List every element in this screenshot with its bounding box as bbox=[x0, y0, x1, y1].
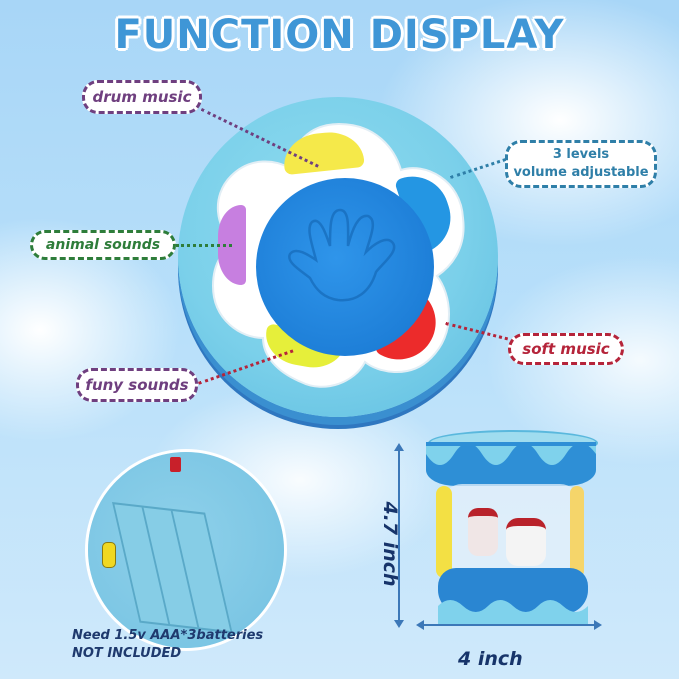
label-volume-line1: 3 levels bbox=[552, 147, 610, 162]
hand-drum-pad[interactable] bbox=[256, 178, 434, 356]
battery-note: Need 1.5v AAA*3batteries NOT INCLUDED bbox=[72, 627, 263, 663]
drum-side-view bbox=[426, 426, 598, 626]
label-volume: 3 levels volume adjustable bbox=[505, 140, 657, 188]
label-drum-music-text: drum music bbox=[92, 88, 192, 106]
battery-note-line2: NOT INCLUDED bbox=[72, 646, 182, 661]
battery-note-line1: Need 1.5v AAA*3batteries bbox=[72, 628, 264, 643]
label-animal-sounds: animal sounds bbox=[30, 230, 176, 260]
power-switch[interactable] bbox=[170, 457, 181, 472]
width-dimension-line bbox=[420, 624, 596, 626]
height-label: 4.7 inch bbox=[379, 501, 401, 587]
width-arrow-left-icon bbox=[416, 620, 424, 630]
height-arrow-top-icon bbox=[394, 443, 404, 451]
connector-animal-sounds bbox=[176, 244, 232, 247]
volume-switch[interactable] bbox=[102, 542, 116, 568]
label-funy-sounds-text: funy sounds bbox=[85, 376, 189, 394]
page-title: FUNCTION DISPLAY bbox=[114, 12, 565, 58]
width-arrow-right-icon bbox=[594, 620, 602, 630]
label-drum-music: drum music bbox=[82, 80, 202, 114]
label-soft-music: soft music bbox=[508, 333, 624, 365]
width-label: 4 inch bbox=[458, 648, 523, 670]
hand-print-icon bbox=[288, 208, 396, 302]
label-animal-sounds-text: animal sounds bbox=[45, 237, 161, 253]
label-soft-music-text: soft music bbox=[522, 340, 610, 358]
label-funy-sounds: funy sounds bbox=[76, 368, 198, 402]
label-volume-line2: volume adjustable bbox=[513, 165, 649, 180]
height-arrow-bottom-icon bbox=[394, 620, 404, 628]
height-dimension-line bbox=[398, 447, 400, 623]
